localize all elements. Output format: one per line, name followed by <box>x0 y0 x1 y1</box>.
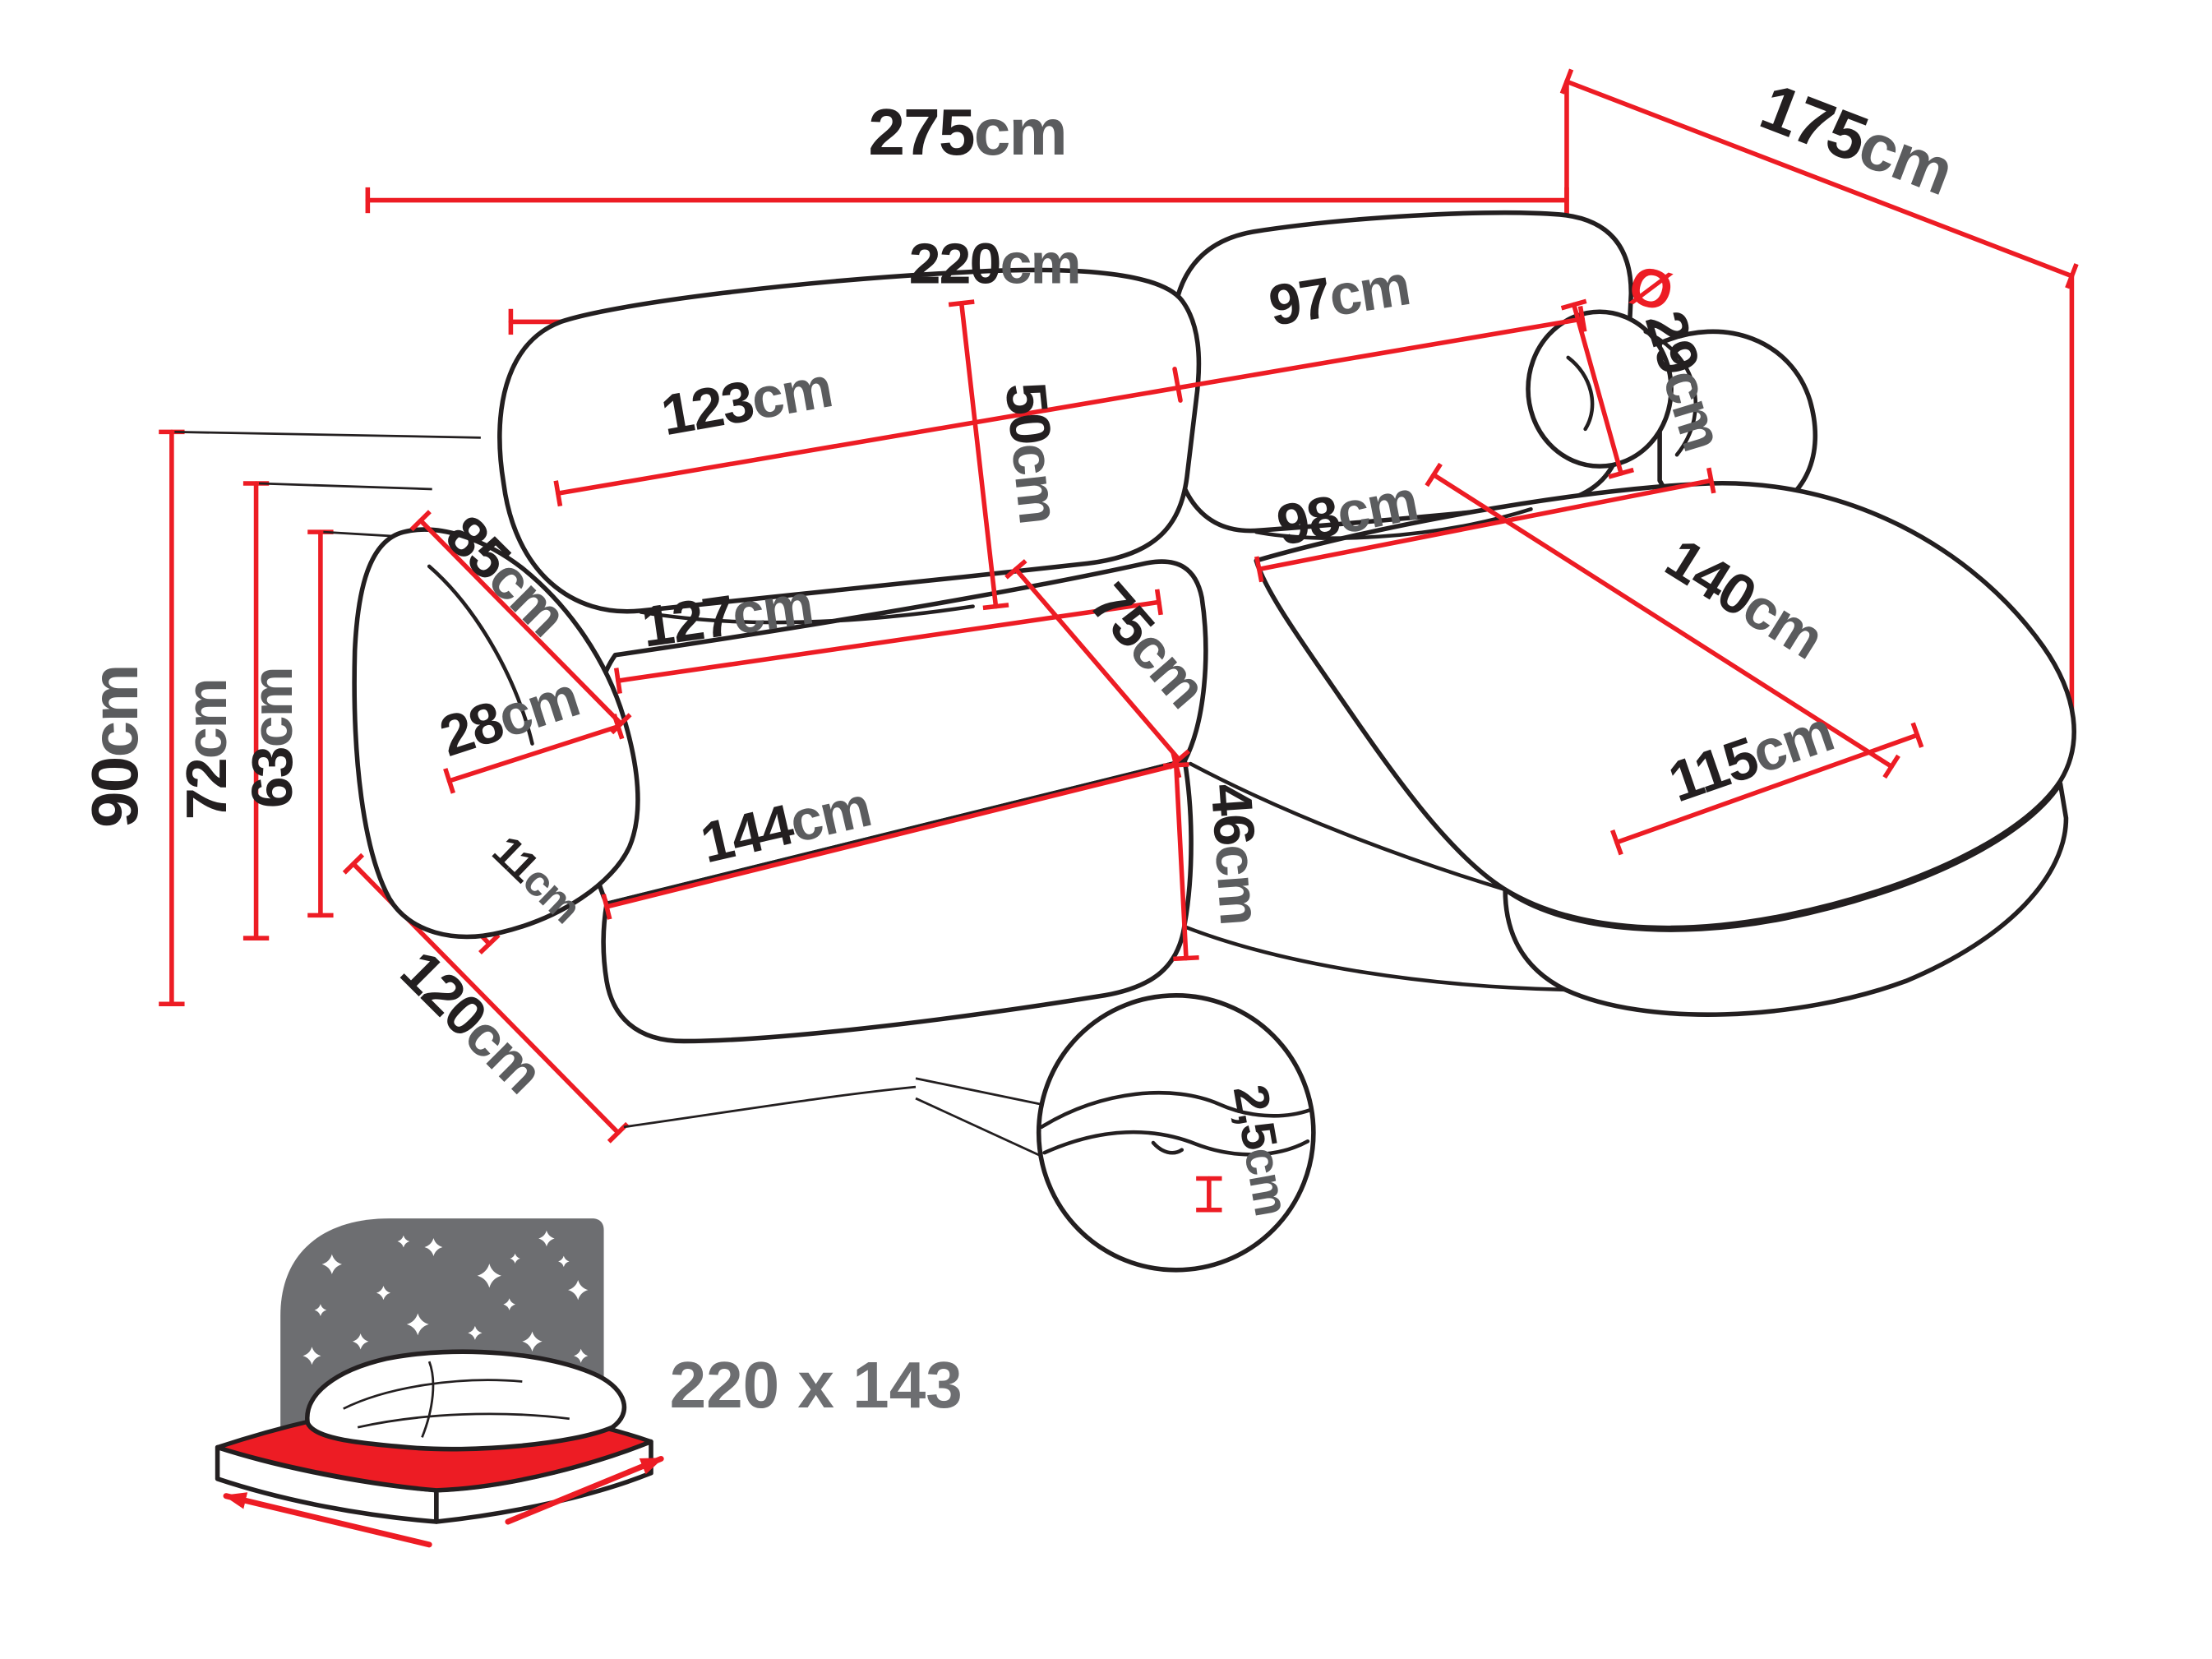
dim-line-bolster-diameter <box>1560 298 1634 479</box>
detail-circle <box>1036 993 1316 1273</box>
dim-label-bolster-diameter: 29cm <box>1633 304 1736 457</box>
dim-label-seat-width: 127cm <box>638 572 816 659</box>
detail-zipper-pull <box>1151 1140 1185 1155</box>
dim-line-backrest-width <box>553 306 1587 507</box>
chaise-front-face <box>1503 781 2069 1017</box>
dim-label-cover-gap: 2,5cm <box>1223 1080 1300 1218</box>
dim-label-backrest-height: 50cm <box>993 380 1071 526</box>
unfold-arrow-left <box>223 1492 432 1548</box>
seat-chaise-seam <box>1182 761 1568 992</box>
dim-label-chaise-upper-width: 98cm <box>1272 468 1422 557</box>
dim-label-total-height: 90cm <box>78 665 151 828</box>
height-guide-lines <box>174 430 481 539</box>
dim-line-chaise-lower-width <box>1610 722 1924 856</box>
detail-seam-top <box>1039 1090 1313 1130</box>
sleeping-function-icon: 220 x 143 <box>215 1218 963 1548</box>
sofa-dimension-lines <box>409 298 1924 962</box>
unfold-arrow-right <box>505 1455 664 1525</box>
bedding-fold-lines <box>343 1361 570 1438</box>
sofa-outline <box>352 210 2076 1129</box>
sleeping-area-label: 220 x 143 <box>670 1348 963 1421</box>
dim-label-backrest-left-width: 123cm <box>657 354 836 447</box>
dim-label-overall-depth: 175cm <box>1751 70 1962 209</box>
callout-leader-lines <box>915 1077 1041 1157</box>
detail-callout <box>915 993 1316 1273</box>
dim-line-overall-depth <box>1559 68 2079 289</box>
dim-line-armrest-width <box>443 713 625 794</box>
dim-label-overall-width: 275cm <box>868 95 1066 169</box>
detail-seam-bottom <box>1042 1130 1310 1157</box>
dim-tick-backrest-split <box>1172 367 1183 403</box>
floor-edge-line <box>623 1085 917 1129</box>
dim-line-chaise-length <box>1425 462 1900 779</box>
dim-label-armrest-height: 72cm <box>174 679 238 820</box>
folded-bedding <box>305 1349 627 1452</box>
dim-line-seat-depth <box>1004 559 1190 770</box>
dim-label-seat-cushion-height: 63cm <box>240 668 304 808</box>
dim-label-front-depth: 120cm <box>389 938 555 1104</box>
dim-line-backrest-height <box>948 299 1009 611</box>
dim-label-upper-width: 220cm <box>909 231 1080 295</box>
dim-line-armrest-depth <box>409 510 632 735</box>
dim-line-seat-height <box>1163 762 1199 962</box>
dim-label-backrest-right-width: 97cm <box>1264 252 1413 338</box>
bolster-side-curve <box>1643 330 1697 457</box>
dim-line-seat-front-width <box>601 751 1182 920</box>
chaise-top-surface <box>1254 481 2076 931</box>
left-backrest-cushion <box>497 267 1202 614</box>
dim-label-seat-height: 46cm <box>1199 782 1273 927</box>
